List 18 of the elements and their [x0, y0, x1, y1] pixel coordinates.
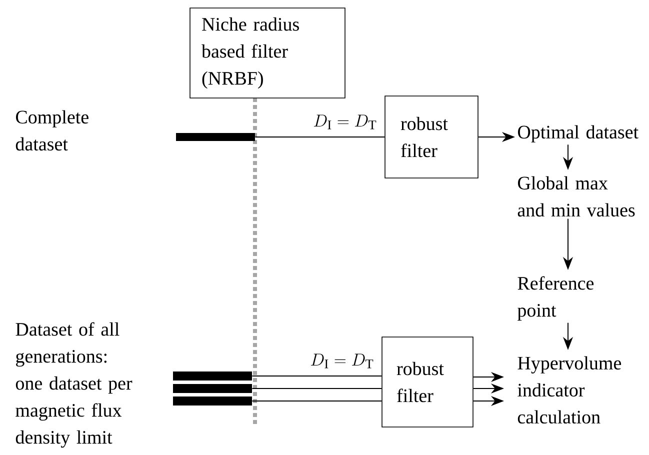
filter-box: robust filter [384, 96, 478, 178]
text-label: Dataset of all generations: one dataset per magnetic flux density limit [16, 322, 132, 448]
data-bar [176, 133, 255, 141]
step-text: Hypervolume indicator calculation [518, 356, 622, 424]
data-bar [173, 384, 252, 393]
text-label: Complete dataset [16, 110, 88, 151]
edge-label: $D_\mathrm{I} = D_\mathrm{T}$ [312, 114, 378, 130]
connector [254, 136, 386, 138]
connector [252, 400, 382, 402]
data-bar [173, 396, 252, 406]
filter-box: robust filter [382, 336, 474, 428]
step-text: Reference point [518, 276, 594, 321]
filter-box: Niche radius based filter (NRBF) [190, 8, 346, 98]
edge-label: $D_\mathrm{I} = D_\mathrm{T}$ [309, 352, 375, 370]
step-text: Global max and min values [518, 176, 635, 217]
step-text: Optimal dataset [518, 125, 638, 142]
connector [252, 388, 382, 389]
data-bar [173, 372, 252, 380]
